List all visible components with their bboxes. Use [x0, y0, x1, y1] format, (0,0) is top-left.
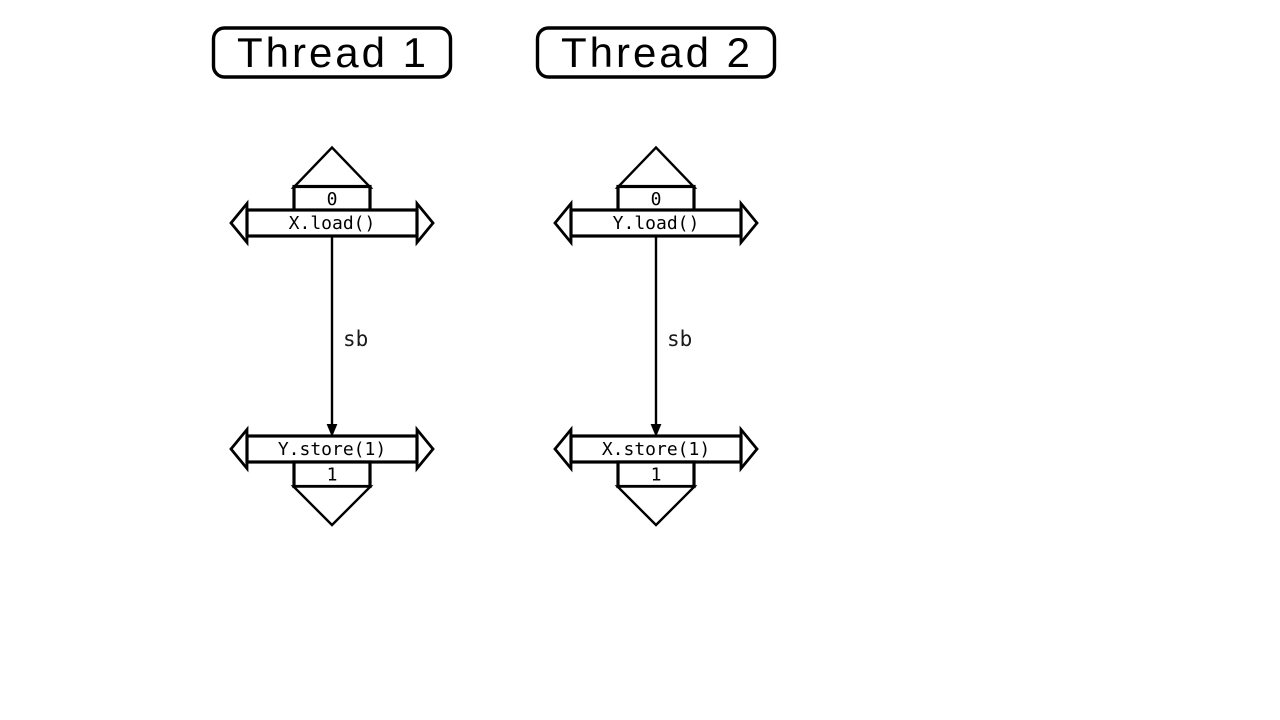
thread-1-store-node: Y.store(1) 1	[229, 425, 435, 527]
load-value-box	[292, 184, 372, 213]
down-arrowhead-icon	[326, 424, 338, 437]
down-arrowhead-icon	[650, 424, 662, 437]
load-value-roof-icon	[614, 145, 698, 189]
thread-title-label: Thread 2	[561, 29, 753, 76]
thread-2-sb-edge: sb	[650, 236, 692, 437]
thread-title-label: Thread 1	[237, 29, 429, 76]
thread-column-2: Thread 2 0 Y.load() sb X.store(1	[535, 26, 777, 527]
load-value: 0	[651, 189, 662, 210]
bar-right-arrowhead-icon	[415, 425, 435, 473]
load-op-label: X.load()	[289, 213, 376, 234]
bar-left-arrowhead-icon	[553, 199, 573, 247]
store-value: 1	[327, 465, 338, 486]
load-op-bar	[245, 208, 419, 238]
store-value-box	[292, 460, 372, 489]
thread-title-box	[535, 26, 777, 79]
store-op-bar	[569, 434, 743, 464]
bar-left-arrowhead-icon	[229, 425, 249, 473]
load-op-bar	[569, 208, 743, 238]
bar-left-arrowhead-icon	[553, 425, 573, 473]
store-op-bar	[245, 434, 419, 464]
store-value: 1	[651, 465, 662, 486]
thread-column-1: Thread 1 0 X.load() sb Y.store(1	[211, 26, 453, 527]
load-value: 0	[327, 189, 338, 210]
thread-2-store-node: X.store(1) 1	[553, 425, 759, 527]
bar-left-arrowhead-icon	[229, 199, 249, 247]
bar-right-arrowhead-icon	[739, 425, 759, 473]
thread-1-title: Thread 1	[211, 26, 453, 79]
sb-edge-label: sb	[667, 327, 692, 351]
load-op-label: Y.load()	[613, 213, 700, 234]
store-op-label: Y.store(1)	[278, 439, 386, 460]
thread-1-load-node: 0 X.load()	[229, 145, 435, 247]
thread-2-load-node: 0 Y.load()	[553, 145, 759, 247]
store-value-point-icon	[614, 485, 698, 527]
sb-edge-label: sb	[343, 327, 368, 351]
thread-2-title: Thread 2	[535, 26, 777, 79]
bar-right-arrowhead-icon	[415, 199, 435, 247]
store-value-point-icon	[290, 485, 374, 527]
store-op-label: X.store(1)	[602, 439, 710, 460]
thread-1-sb-edge: sb	[326, 236, 368, 437]
load-value-roof-icon	[290, 145, 374, 189]
thread-title-box	[211, 26, 453, 79]
bar-right-arrowhead-icon	[739, 199, 759, 247]
